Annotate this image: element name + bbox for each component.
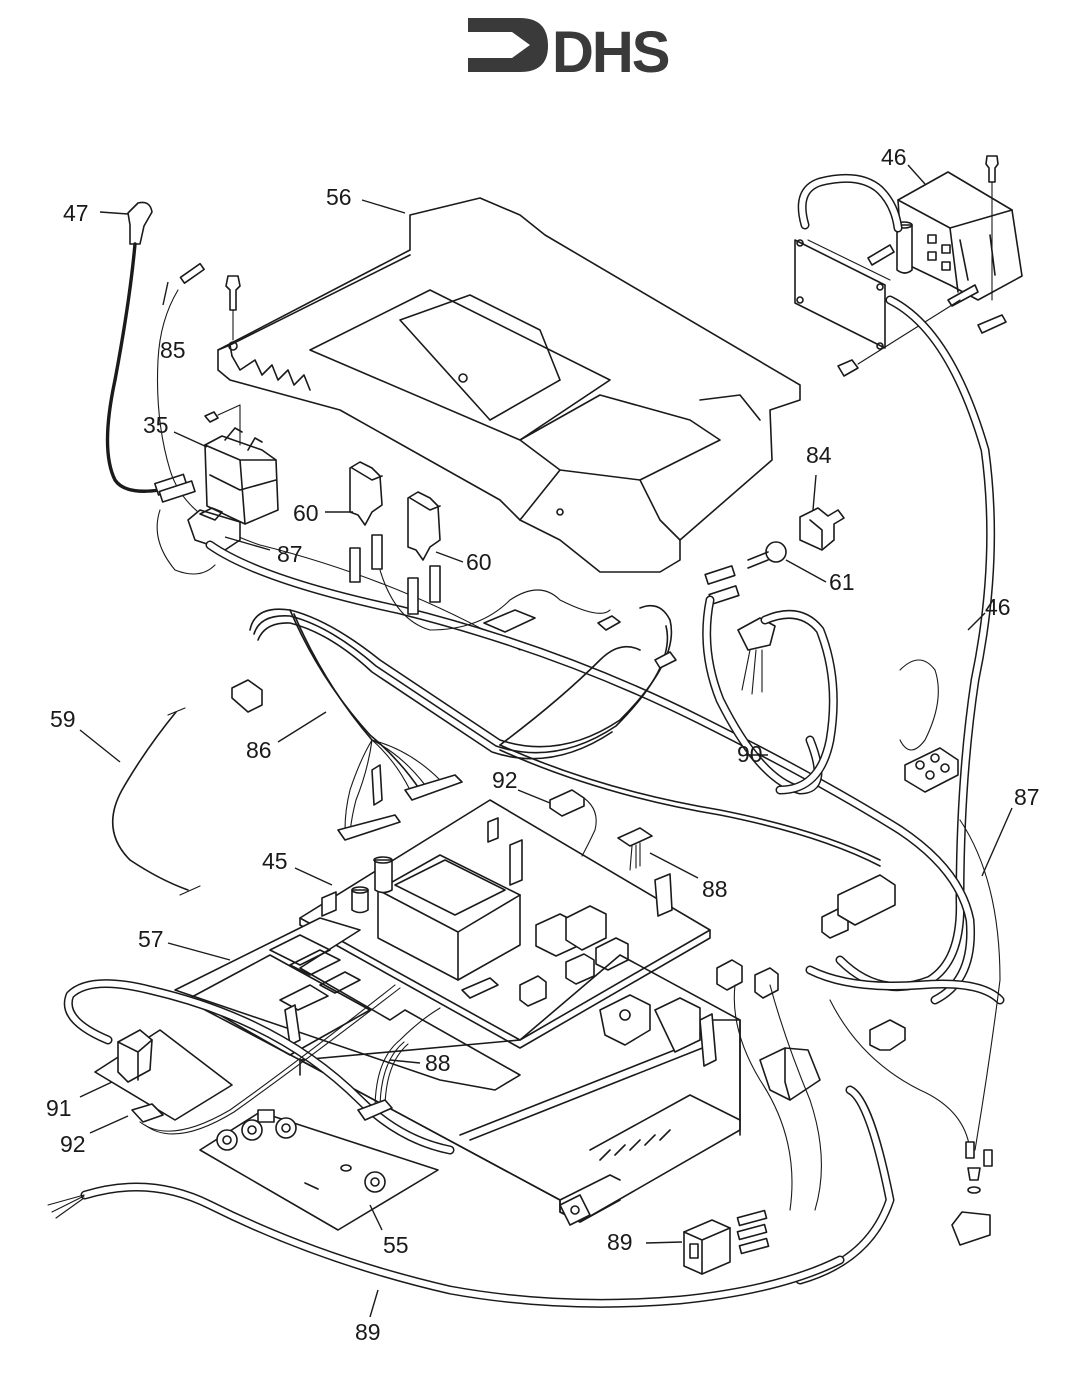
- transformer-46: [794, 155, 1023, 377]
- callout-47: 47: [63, 200, 89, 226]
- callout-leaders: [79, 164, 1013, 1318]
- ribbon-lead-88-lower: [357, 1007, 441, 1121]
- callout-88-lower: 88: [425, 1050, 451, 1076]
- callout-92-upper: 92: [492, 767, 518, 793]
- callout-90: 90: [737, 741, 763, 767]
- main-pcb-45: [299, 789, 711, 1049]
- callout-86: 86: [246, 737, 272, 763]
- callout-56: 56: [326, 184, 352, 210]
- terminal-block: [904, 747, 959, 793]
- callout-88-upper: 88: [702, 876, 728, 902]
- switch-wires: [733, 984, 895, 1285]
- callout-60-right: 60: [466, 549, 492, 575]
- cable-clip: [231, 679, 263, 713]
- control-box-cover-56: [217, 197, 801, 573]
- ignition-unit-35: [158, 404, 279, 525]
- connectors-right: [716, 819, 1005, 1246]
- retaining-clip-84: [799, 507, 845, 551]
- switch-60-left: [349, 461, 383, 583]
- main-wiring-harness-86: [249, 604, 881, 867]
- callout-55: 55: [383, 1232, 409, 1258]
- control-pcb-55: [199, 1109, 439, 1231]
- indicator-lamp-61: [704, 541, 787, 605]
- callout-87-right: 87: [1014, 784, 1040, 810]
- harness-connector-87: [156, 507, 976, 1005]
- switch-89: [683, 1209, 770, 1275]
- callout-35: 35: [143, 412, 169, 438]
- callout-60-left: 60: [293, 500, 319, 526]
- callout-labels: 47 85 56 46 35 87 60 60 84 61 46 59 86 9…: [46, 144, 1040, 1345]
- dhs-logo: DHS: [468, 18, 671, 85]
- earth-lead-85: [156, 262, 521, 651]
- callout-46-right: 46: [985, 594, 1011, 620]
- callout-59: 59: [50, 706, 76, 732]
- logo-arrow-icon: [468, 18, 548, 72]
- connector-92-lower: [131, 984, 401, 1135]
- callout-87-left: 87: [277, 541, 303, 567]
- callout-89-switch: 89: [607, 1229, 633, 1255]
- callout-85: 85: [160, 337, 186, 363]
- callout-45: 45: [262, 848, 288, 874]
- relay-board-91: [63, 979, 455, 1155]
- callout-91: 91: [46, 1095, 72, 1121]
- mains-cable-89: [47, 1182, 845, 1308]
- callout-92-lower: 92: [60, 1131, 86, 1157]
- callout-61: 61: [829, 569, 855, 595]
- callout-84: 84: [806, 442, 832, 468]
- callout-89-cable: 89: [355, 1319, 381, 1345]
- callout-46-top: 46: [881, 144, 907, 170]
- logo-text: DHS: [552, 20, 669, 85]
- switch-60-right: [379, 491, 611, 631]
- callout-57: 57: [138, 926, 164, 952]
- link-wire-59: [111, 707, 201, 896]
